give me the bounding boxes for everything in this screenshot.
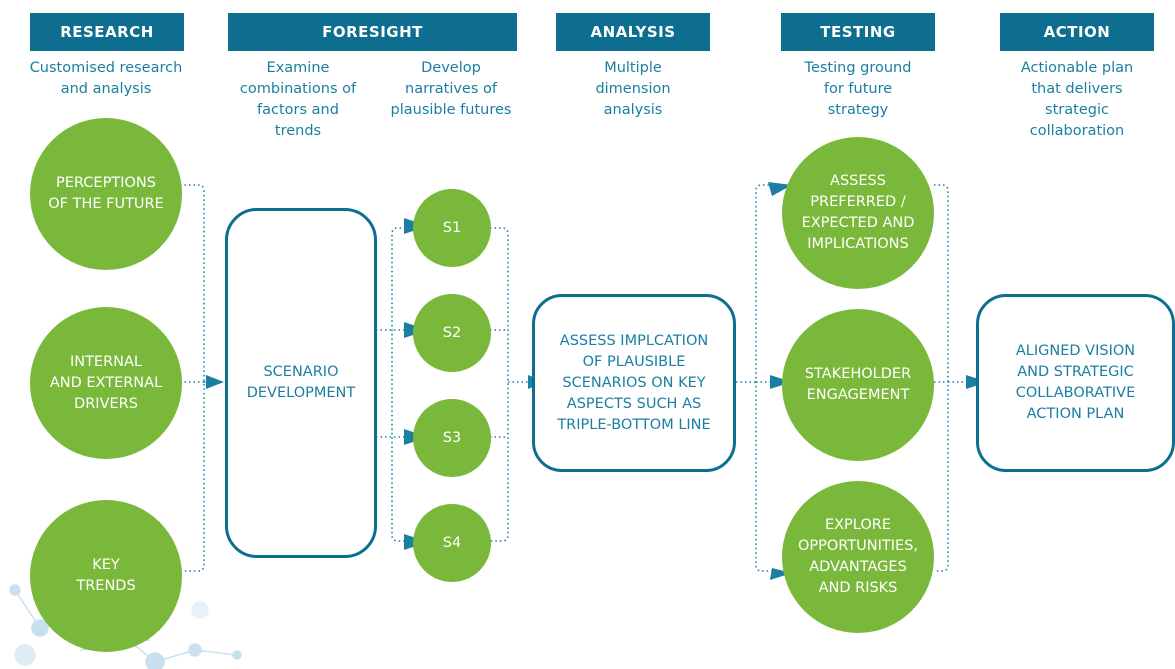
arrowhead-research (206, 375, 224, 389)
analysis-box: ASSESS IMPLCATION OF PLAUSIBLE SCENARIOS… (532, 294, 736, 472)
circle-perceptions: PERCEPTIONS OF THE FUTURE (30, 118, 182, 270)
s-bracket-right (490, 227, 509, 542)
desc-foresight-examine: Examine combinations of factors and tren… (239, 60, 357, 139)
desc-action: Actionable plan that delivers strategic … (1020, 60, 1134, 139)
header-testing: TESTING (781, 13, 935, 51)
research-bracket (180, 184, 205, 572)
desc-research: Customised research and analysis (29, 60, 183, 97)
scenario-bracket (391, 227, 410, 542)
scenario-development-box: SCENARIO DEVELOPMENT (225, 208, 377, 558)
scenario-s3: S3 (413, 399, 491, 477)
testing-bracket-left (755, 184, 778, 572)
scenario-s1: S1 (413, 189, 491, 267)
header-foresight: FORESIGHT (228, 13, 517, 51)
desc-foresight-develop: Develop narratives of plausible futures (390, 60, 512, 118)
circle-assess-preferred: ASSESS PREFERRED / EXPECTED AND IMPLICAT… (782, 137, 934, 289)
circle-key-trends: KEY TRENDS (30, 500, 182, 652)
action-box: ALIGNED VISION AND STRATEGIC COLLABORATI… (976, 294, 1175, 472)
arrowhead-explore (770, 568, 792, 580)
header-research: RESEARCH (30, 13, 184, 51)
scenario-s2: S2 (413, 294, 491, 372)
arrowhead-stakeholder (770, 375, 792, 389)
circle-explore-opportunities: EXPLORE OPPORTUNITIES, ADVANTAGES AND RI… (782, 481, 934, 633)
header-analysis: ANALYSIS (556, 13, 710, 51)
circle-drivers: INTERNAL AND EXTERNAL DRIVERS (30, 307, 182, 459)
scenario-s4: S4 (413, 504, 491, 582)
desc-testing: Testing ground for future strategy (804, 60, 912, 118)
testing-bracket-right (934, 184, 949, 572)
circle-stakeholder-engagement: STAKEHOLDER ENGAGEMENT (782, 309, 934, 461)
desc-analysis: Multiple dimension analysis (595, 60, 671, 118)
header-action: ACTION (1000, 13, 1154, 51)
